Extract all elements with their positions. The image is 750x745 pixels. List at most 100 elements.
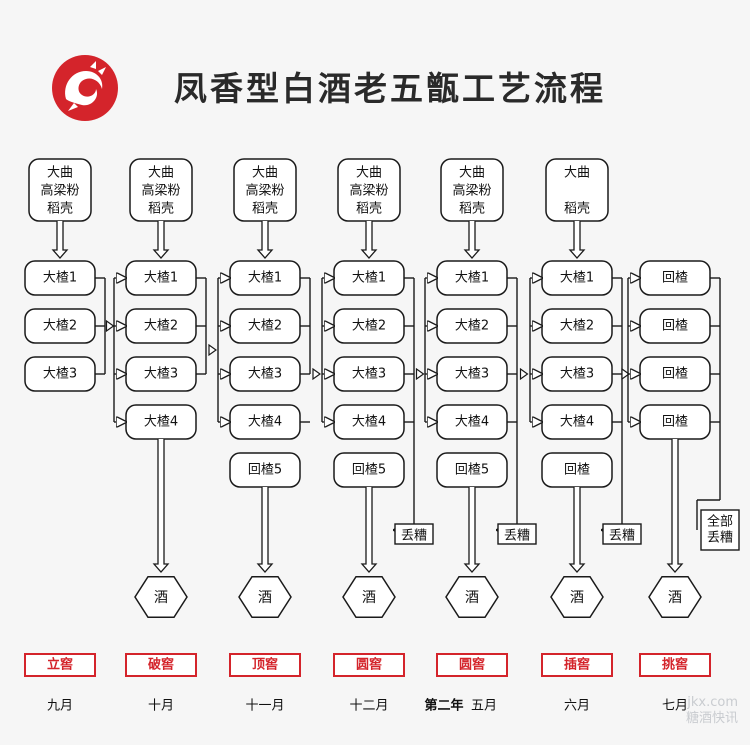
material-label-3-2: 高梁粉 (245, 183, 284, 199)
stage-badge-1 (24, 653, 96, 677)
feed-arrow-1 (51, 221, 69, 259)
month-prefix-5: 第二年 (424, 698, 463, 714)
material-label-2-2: 高梁粉 (141, 183, 180, 199)
zeng-label-6-2: 大楂2 (560, 319, 594, 334)
distill-arrow-2 (152, 439, 170, 573)
page-title: 凤香型白酒老五甑工艺流程 (174, 69, 606, 108)
stage-badge-5 (436, 653, 508, 677)
zeng-label-2-3: 大楂3 (144, 367, 178, 382)
zeng-label-2-2: 大楂2 (144, 319, 178, 334)
stage-label-7: 挑窖 (662, 657, 688, 673)
feed-arrow-3 (256, 221, 274, 259)
month-label-5: 五月 (471, 699, 497, 714)
zeng-label-5-2: 大楂2 (455, 319, 489, 334)
transfer-arrow-5 (519, 367, 529, 381)
distill-arrow-3 (256, 487, 274, 573)
distill-arrow-7-shape (666, 439, 684, 573)
material-label-6-3: 稻壳 (564, 202, 590, 217)
transfer-arrow-1 (105, 319, 115, 333)
distill-arrow-3-shape (256, 487, 274, 573)
material-label-4-1: 大曲 (356, 166, 382, 181)
material-label-5-2: 高梁粉 (452, 183, 491, 199)
material-label-3-3: 稻壳 (252, 202, 278, 217)
feed-arrow-4 (360, 221, 378, 259)
zeng-label-4-4: 大楂4 (352, 415, 386, 430)
month-label-1: 九月 (47, 699, 73, 714)
zeng-label-2-1: 大楂1 (144, 271, 178, 286)
feed-arrow-6-shape (568, 221, 586, 259)
discard-box-6 (602, 523, 642, 545)
material-label-3-1: 大曲 (252, 166, 278, 181)
material-label-2-1: 大曲 (148, 166, 174, 181)
discard-label-7-1: 全部 (707, 514, 733, 530)
month-label-4: 十二月 (349, 699, 388, 714)
transfer-arrow-6 (621, 367, 631, 381)
material-label-5-1: 大曲 (459, 166, 485, 181)
distill-arrow-5-shape (463, 487, 481, 573)
feed-arrow-4-shape (360, 221, 378, 259)
feed-arrow-6 (568, 221, 586, 259)
stage-badge-2 (125, 653, 197, 677)
distill-arrow-2-shape (152, 439, 170, 573)
wine-label-6: 酒 (570, 590, 584, 606)
material-label-1-3: 稻壳 (47, 202, 73, 217)
stage-badge-6 (541, 653, 613, 677)
stage-label-3: 顶窖 (252, 657, 278, 673)
month-label-2: 十月 (148, 699, 174, 714)
zeng-label-7-3: 回楂 (662, 367, 688, 382)
zeng-label-4-5: 回楂5 (352, 463, 386, 478)
feed-arrow-2 (152, 221, 170, 259)
zeng-label-4-2: 大楂2 (352, 319, 386, 334)
zeng-label-7-1: 回楂 (662, 271, 688, 286)
discard-label-7-2: 丢糟 (707, 531, 733, 546)
material-label-4-2: 高梁粉 (349, 183, 388, 199)
discard-label-6-1: 丢糟 (609, 529, 635, 544)
zeng-label-4-3: 大楂3 (352, 367, 386, 382)
zeng-label-4-1: 大楂1 (352, 271, 386, 286)
month-label-7: 七月 (662, 699, 688, 714)
zeng-label-5-4: 大楂4 (455, 415, 489, 430)
zeng-label-1-3: 大楂3 (43, 367, 77, 382)
wine-label-4: 酒 (362, 590, 376, 606)
zeng-label-6-4: 大楂4 (560, 415, 594, 430)
zeng-label-3-1: 大楂1 (248, 271, 282, 286)
feed-arrow-1-shape (51, 221, 69, 259)
material-label-2-3: 稻壳 (148, 202, 174, 217)
dragon-icon (65, 61, 106, 111)
watermark-url: jkx.com (687, 695, 738, 710)
wine-label-5: 酒 (465, 590, 479, 606)
zeng-label-3-2: 大楂2 (248, 319, 282, 334)
transfer-arrow-2 (208, 343, 218, 357)
discard-box-7 (700, 509, 740, 551)
discard-label-5-1: 丢糟 (504, 529, 530, 544)
zeng-label-3-4: 大楂4 (248, 415, 282, 430)
feed-arrow-3-shape (256, 221, 274, 259)
zeng-label-6-3: 大楂3 (560, 367, 594, 382)
feed-arrow-5-shape (463, 221, 481, 259)
material-label-1-1: 大曲 (47, 166, 73, 181)
distill-arrow-4 (360, 487, 378, 573)
distill-arrow-5 (463, 487, 481, 573)
material-label-6-1: 大曲 (564, 166, 590, 181)
discard-label-4-1: 丢糟 (401, 529, 427, 544)
zeng-label-7-2: 回楂 (662, 319, 688, 334)
distill-arrow-7 (666, 439, 684, 573)
material-label-1-2: 高梁粉 (40, 183, 79, 199)
watermark: jkx.com 糖酒快讯 (686, 695, 738, 727)
wine-hexagon-4 (342, 575, 396, 619)
transfer-arrow-3 (312, 367, 322, 381)
discard-box-4 (394, 523, 434, 545)
wine-hexagon-6 (550, 575, 604, 619)
wine-hexagon-2 (134, 575, 188, 619)
transfer-arrow-4 (415, 367, 425, 381)
distill-arrow-6 (568, 487, 586, 573)
zeng-label-3-5: 回楂5 (248, 463, 282, 478)
wine-hexagon-3 (238, 575, 292, 619)
material-label-4-3: 稻壳 (356, 202, 382, 217)
zeng-label-6-5: 回楂 (564, 463, 590, 478)
wine-hexagon-7 (648, 575, 702, 619)
watermark-brand: 糖酒快讯 (685, 711, 738, 726)
distill-arrow-6-shape (568, 487, 586, 573)
wine-label-2: 酒 (154, 590, 168, 606)
